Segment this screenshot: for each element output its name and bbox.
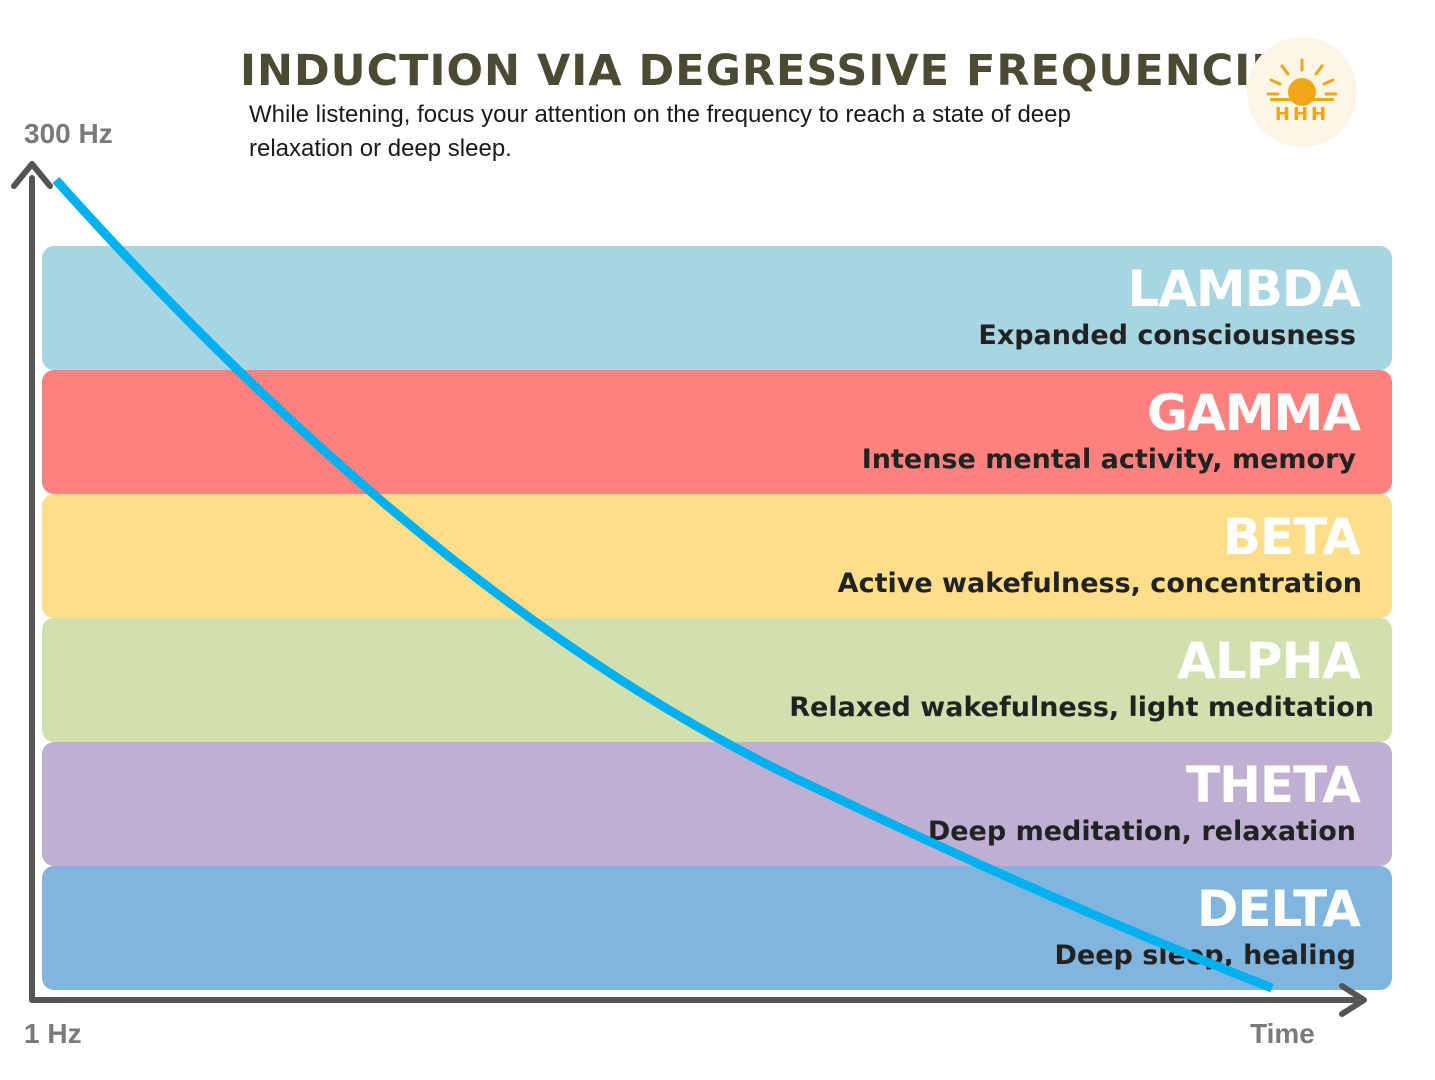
band-lambda: LAMBDA Expanded consciousness xyxy=(42,246,1392,370)
y-axis-max-label: 300 Hz xyxy=(24,118,113,149)
band-description: Active wakefulness, concentration xyxy=(837,568,1362,599)
logo-text: HHH xyxy=(1274,104,1330,125)
band-alpha: ALPHA Relaxed wakefulness, light meditat… xyxy=(42,618,1392,742)
page-title: INDUCTION VIA DEGRESSIVE FREQUENCIES xyxy=(240,46,1314,96)
band-theta: THETA Deep meditation, relaxation xyxy=(42,742,1392,866)
sunrise-logo-icon xyxy=(1247,37,1357,147)
x-axis-label: Time xyxy=(1250,1018,1315,1049)
band-gamma: GAMMA Intense mental activity, memory xyxy=(42,370,1392,494)
frequency-curve xyxy=(52,176,1274,993)
band-delta: DELTA Deep sleep, healing xyxy=(42,866,1392,990)
band-beta: BETA Active wakefulness, concentration xyxy=(42,494,1392,618)
band-description: Relaxed wakefulness, light meditation xyxy=(789,692,1374,723)
y-axis-arrow-icon xyxy=(11,161,53,189)
y-axis-min-label: 1 Hz xyxy=(24,1018,82,1049)
band-description: Expanded consciousness xyxy=(978,320,1356,351)
page-subtitle: While listening, focus your attention on… xyxy=(249,101,1071,162)
band-name: ALPHA xyxy=(1177,632,1361,690)
band-name: THETA xyxy=(1185,756,1361,814)
x-axis-arrow-icon xyxy=(1339,983,1367,1017)
band-name: BETA xyxy=(1222,508,1361,566)
band-name: DELTA xyxy=(1196,880,1361,938)
band-description: Intense mental activity, memory xyxy=(861,444,1356,475)
band-name: LAMBDA xyxy=(1127,260,1361,318)
band-description: Deep meditation, relaxation xyxy=(927,816,1356,847)
band-name: GAMMA xyxy=(1147,384,1361,442)
